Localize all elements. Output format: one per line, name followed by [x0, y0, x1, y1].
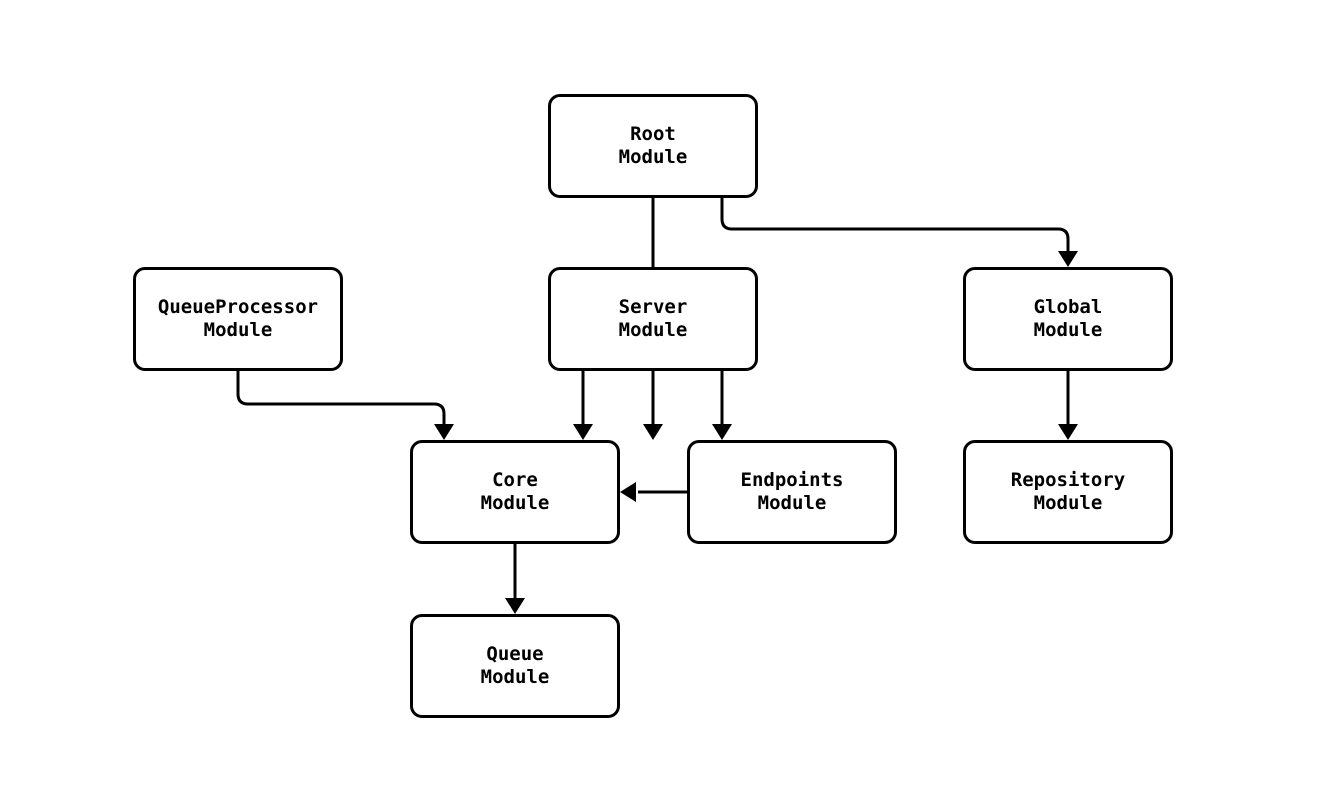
- node-queue-module-line1: Queue: [486, 643, 544, 665]
- edge-endpoints-to-core: [620, 482, 687, 502]
- node-queue-module-line2: Module: [480, 666, 550, 688]
- node-repository-module-line1: Repository: [1010, 469, 1126, 491]
- node-server-module[interactable]: Server Module: [548, 267, 758, 371]
- node-core-module-line1: Core: [492, 469, 538, 491]
- node-server-module-line2: Module: [618, 319, 688, 341]
- edge-queueprocessor-to-core: [236, 371, 454, 440]
- node-core-module[interactable]: Core Module: [410, 440, 620, 544]
- arrowhead-root-to-server: [643, 424, 663, 440]
- node-global-module-line1: Global: [1033, 296, 1103, 318]
- edge-root-to-global: [720, 198, 1078, 267]
- edge-global-to-repository: [1058, 371, 1078, 440]
- node-server-module-line1: Server: [618, 296, 688, 318]
- node-global-module[interactable]: Global Module: [963, 267, 1173, 371]
- arrowhead-core-to-queue: [505, 598, 525, 614]
- node-root-module[interactable]: Root Module: [548, 94, 758, 198]
- node-root-module-line2: Module: [618, 146, 688, 168]
- node-core-module-line2: Module: [480, 492, 550, 514]
- arrowhead-endpoints-to-core: [620, 482, 636, 502]
- node-queueprocessor-module-line2: Module: [203, 319, 273, 341]
- edge-server-to-core: [573, 371, 593, 440]
- arrowhead-queueprocessor-to-core: [434, 424, 454, 440]
- edge-server-to-endpoints: [712, 371, 732, 440]
- node-repository-module[interactable]: Repository Module: [963, 440, 1173, 544]
- node-global-module-line2: Module: [1033, 319, 1103, 341]
- node-endpoints-module-line2: Module: [757, 492, 827, 514]
- node-endpoints-module[interactable]: Endpoints Module: [687, 440, 897, 544]
- edge-core-to-queue: [505, 544, 525, 614]
- node-queue-module[interactable]: Queue Module: [410, 614, 620, 718]
- node-queueprocessor-module[interactable]: QueueProcessor Module: [133, 267, 343, 371]
- node-repository-module-line2: Module: [1033, 492, 1103, 514]
- arrowhead-server-to-core: [573, 424, 593, 440]
- arrowhead-global-to-repository: [1058, 424, 1078, 440]
- arrowhead-root-to-global: [1058, 251, 1078, 267]
- node-endpoints-module-line1: Endpoints: [740, 469, 844, 491]
- node-queueprocessor-module-line1: QueueProcessor: [157, 296, 319, 318]
- node-root-module-line1: Root: [630, 123, 676, 145]
- arrowhead-server-to-endpoints: [712, 424, 732, 440]
